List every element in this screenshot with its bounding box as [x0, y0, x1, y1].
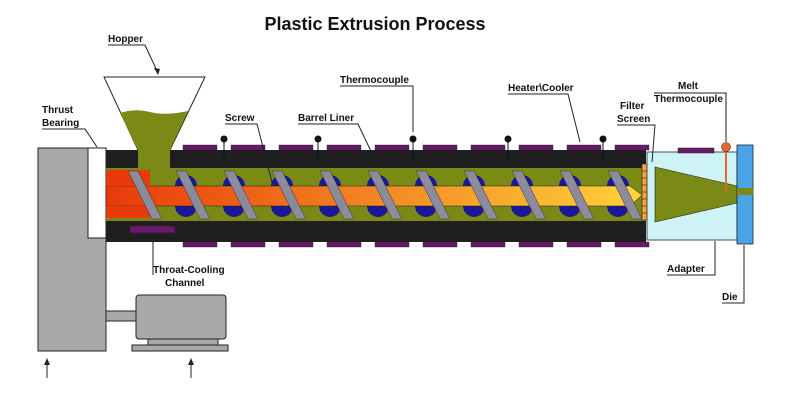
leader-melt	[654, 92, 727, 142]
leader-barrel-liner	[298, 123, 379, 167]
screw-feed-root-lower	[106, 206, 150, 218]
screw-flight	[271, 170, 307, 220]
screw-flight	[127, 170, 163, 220]
label-filter-line1: Filter	[620, 101, 645, 112]
leader-adapter	[667, 241, 716, 276]
throat-cooling-channel	[129, 225, 176, 234]
label-thrust-line1: Thrust	[42, 105, 74, 116]
heater-band-bottom	[230, 241, 266, 248]
screw-flight	[367, 170, 403, 220]
flight-lobe-bottom	[463, 206, 485, 217]
label-barrel-liner: Barrel Liner	[298, 113, 354, 124]
label-thermocouple: Thermocouple	[340, 75, 409, 86]
leader-thermocouple	[340, 85, 414, 132]
label-throat-line2: Channel	[165, 278, 205, 289]
thermocouple-head	[409, 135, 417, 143]
label-filter-line2: Screen	[617, 114, 650, 125]
heater-band-top	[566, 144, 602, 151]
thrust-bearing	[87, 147, 107, 239]
screw-flight	[319, 170, 355, 220]
die-orifice	[737, 188, 753, 195]
arrow-hopper	[154, 68, 160, 75]
heater-band-bottom	[518, 241, 554, 248]
heater-band-top	[326, 144, 362, 151]
screw-flight	[415, 170, 451, 220]
label-melt-line2: Thermocouple	[654, 94, 723, 105]
heater-bands-top	[182, 144, 650, 151]
label-melt-line1: Melt	[678, 81, 699, 92]
thermocouples	[220, 135, 607, 160]
leader-die	[722, 245, 745, 304]
thermocouple-head	[599, 135, 607, 143]
heater-band-bottom	[422, 241, 458, 248]
flight-lobe-bottom	[271, 206, 293, 217]
screw-flight	[175, 170, 211, 220]
flight-lobe-bottom	[319, 206, 341, 217]
support-arrow-left	[44, 358, 50, 378]
label-die: Die	[722, 292, 738, 303]
flight-lobe-bottom	[511, 206, 533, 217]
leader-heater-cooler	[508, 93, 581, 143]
flight-lobe-bottom	[559, 206, 581, 217]
leader-filter	[617, 124, 656, 163]
flight-lobe-bottom	[223, 206, 245, 217]
label-screw: Screw	[225, 113, 255, 124]
flight-lobe-bottom	[367, 206, 389, 217]
heater-band-bottom	[374, 241, 410, 248]
heater-band-top	[230, 144, 266, 151]
heater-band-top	[518, 144, 554, 151]
heater-band-top	[182, 144, 218, 151]
label-heater-cooler: Heater\Cooler	[508, 83, 574, 94]
heater-band-top	[278, 144, 314, 151]
leader-hopper	[108, 44, 159, 74]
thermocouple-head	[504, 135, 512, 143]
thermocouple-head	[314, 135, 322, 143]
melt-thermocouple	[721, 142, 731, 192]
adapter	[646, 147, 738, 241]
screw-flights	[127, 170, 643, 220]
drive-motor	[105, 294, 229, 352]
hopper	[103, 76, 206, 170]
heater-band-top	[614, 144, 650, 151]
heater-band-bottom	[614, 241, 650, 248]
heater-band-bottom	[278, 241, 314, 248]
thermocouple-head	[220, 135, 228, 143]
heater-band-top	[422, 144, 458, 151]
heater-band-bottom	[182, 241, 218, 248]
screw-flight	[559, 170, 595, 220]
diagram-title: Plastic Extrusion Process	[264, 14, 485, 34]
label-throat-line1: Throat-Cooling	[153, 265, 225, 276]
heater-band-top	[374, 144, 410, 151]
flight-lobe-bottom	[415, 206, 437, 217]
flight-lobe-bottom	[607, 206, 629, 217]
screw-flight	[463, 170, 499, 220]
label-adapter: Adapter	[667, 264, 705, 275]
heater-band-top	[470, 144, 506, 151]
heater-band-bottom	[326, 241, 362, 248]
label-hopper: Hopper	[108, 34, 143, 45]
leader-thrust	[42, 128, 98, 148]
flight-lobe-bottom	[175, 206, 197, 217]
support-arrow-right	[188, 358, 194, 378]
heater-bands-bottom	[182, 241, 650, 248]
screw-flight	[511, 170, 547, 220]
leader-screw	[225, 123, 273, 183]
label-thrust-line2: Bearing	[42, 118, 79, 129]
heater-band-bottom	[470, 241, 506, 248]
screw-flight	[223, 170, 259, 220]
heater-band-bottom	[566, 241, 602, 248]
